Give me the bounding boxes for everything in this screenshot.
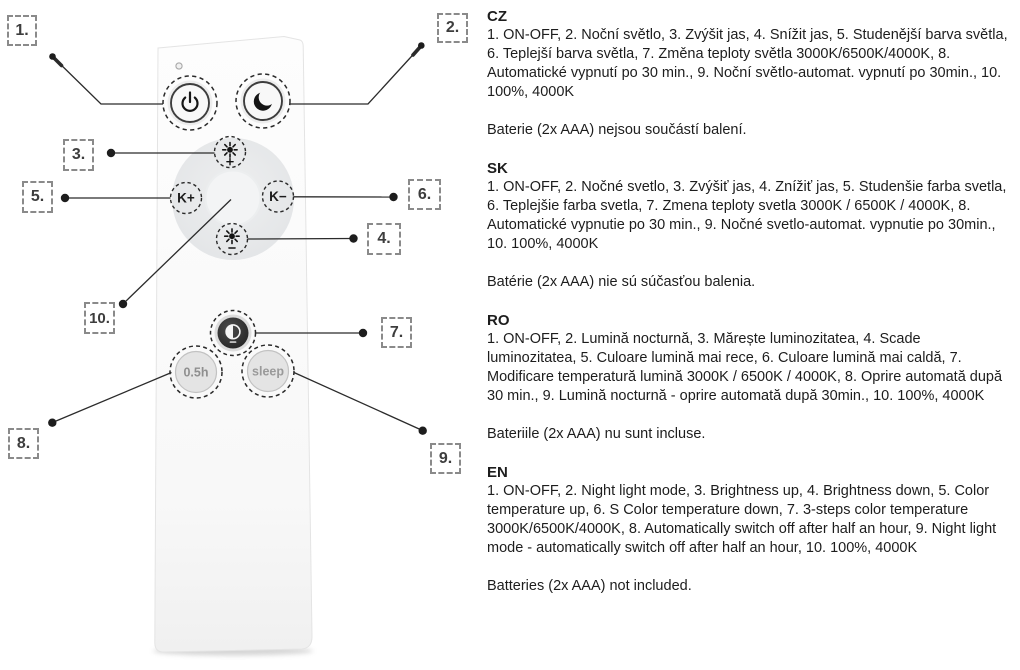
- k-plus-label: K+: [177, 191, 195, 206]
- remote-diagram-canvas: K+ K−: [48, 35, 427, 656]
- leader-line-7: [255, 328, 368, 338]
- section-sk-heading: SK: [487, 160, 508, 177]
- section-cz-body: 1. ON-OFF, 2. Noční světlo, 3. Zvýšit ja…: [487, 27, 1008, 100]
- callout-6-label: 6.: [417, 185, 432, 203]
- center-button-100-4000k: [204, 169, 262, 227]
- leader-line-8: [48, 371, 172, 427]
- callout-2: 2.: [437, 13, 468, 43]
- color-temp-icon: [225, 324, 241, 343]
- callout-3-label: 3.: [71, 146, 86, 163]
- callout-7-label: 7.: [389, 323, 404, 341]
- callout-10: 10.: [84, 302, 115, 334]
- section-cz-battery-note: Baterie (2x AAA) nejsou součástí balení.: [487, 122, 747, 138]
- callout-4: 4.: [367, 223, 401, 255]
- night-mode-button: [235, 73, 291, 129]
- moon-icon: [253, 89, 276, 111]
- callout-9-label: 9.: [438, 449, 453, 467]
- callout-9: 9.: [430, 443, 461, 474]
- leader-line-2: [290, 42, 425, 105]
- leader-line-9: [293, 371, 427, 435]
- section-ro-body: 1. ON-OFF, 2. Lumină nocturnă, 3. Măreșt…: [487, 331, 1003, 404]
- section-cz-heading: CZ: [487, 8, 507, 25]
- leader-line-4: [247, 234, 358, 243]
- callout-10-label: 10.: [89, 309, 110, 327]
- section-cz: CZ 1. ON-OFF, 2. Noční světlo, 3. Zvýšit…: [487, 7, 1014, 140]
- section-sk-body: 1. ON-OFF, 2. Nočné svetlo, 3. Zvýšiť ja…: [487, 179, 1007, 252]
- callout-2-label: 2.: [445, 19, 460, 36]
- sleep-button: sleep: [241, 344, 295, 398]
- sleep-label: sleep: [252, 365, 284, 379]
- half-hour-label: 0.5h: [183, 366, 208, 380]
- legend-text: CZ 1. ON-OFF, 2. Noční světlo, 3. Zvýšit…: [487, 7, 1014, 615]
- section-en-body: 1. ON-OFF, 2. Night light mode, 3. Brigh…: [487, 483, 997, 556]
- k-plus-button: K+: [169, 181, 203, 215]
- callout-8: 8.: [8, 428, 39, 459]
- callout-7: 7.: [381, 317, 412, 348]
- section-sk-battery-note: Batérie (2x AAA) nie sú súčasťou balenia…: [487, 274, 756, 290]
- callout-1-label: 1.: [15, 21, 29, 39]
- callout-5-label: 5.: [30, 188, 45, 205]
- sun-minus-icon: [223, 228, 240, 249]
- section-ro: RO 1. ON-OFF, 2. Lumină nocturnă, 3. Măr…: [487, 311, 1014, 444]
- sun-plus-icon: [221, 141, 238, 166]
- power-icon: [181, 91, 199, 112]
- callout-4-label: 4.: [377, 230, 391, 247]
- leader-line-1: [49, 53, 163, 105]
- section-ro-heading: RO: [487, 312, 510, 329]
- callout-3: 3.: [63, 139, 94, 171]
- leader-line-10: [118, 199, 232, 309]
- section-en-heading: EN: [487, 464, 508, 481]
- power-button: [162, 75, 218, 131]
- led-indicator: [175, 62, 183, 70]
- section-en-battery-note: Batteries (2x AAA) not included.: [487, 578, 692, 594]
- callout-6: 6.: [408, 179, 441, 210]
- section-sk: SK 1. ON-OFF, 2. Nočné svetlo, 3. Zvýšiť…: [487, 159, 1014, 292]
- section-ro-battery-note: Bateriile (2x AAA) nu sunt incluse.: [487, 426, 706, 442]
- brightness-up-button: [213, 135, 247, 169]
- callout-8-label: 8.: [16, 434, 31, 452]
- k-minus-button: K−: [261, 180, 295, 213]
- half-hour-button: 0.5h: [169, 345, 223, 399]
- leader-line-3: [106, 148, 215, 158]
- leader-line-5: [60, 193, 171, 203]
- leader-line-6: [293, 192, 398, 202]
- callout-1: 1.: [7, 15, 37, 46]
- callout-5: 5.: [22, 181, 53, 213]
- section-en: EN 1. ON-OFF, 2. Night light mode, 3. Br…: [487, 463, 1014, 596]
- remote-diagram: K+ K−: [0, 0, 480, 670]
- k-minus-label: K−: [269, 189, 287, 204]
